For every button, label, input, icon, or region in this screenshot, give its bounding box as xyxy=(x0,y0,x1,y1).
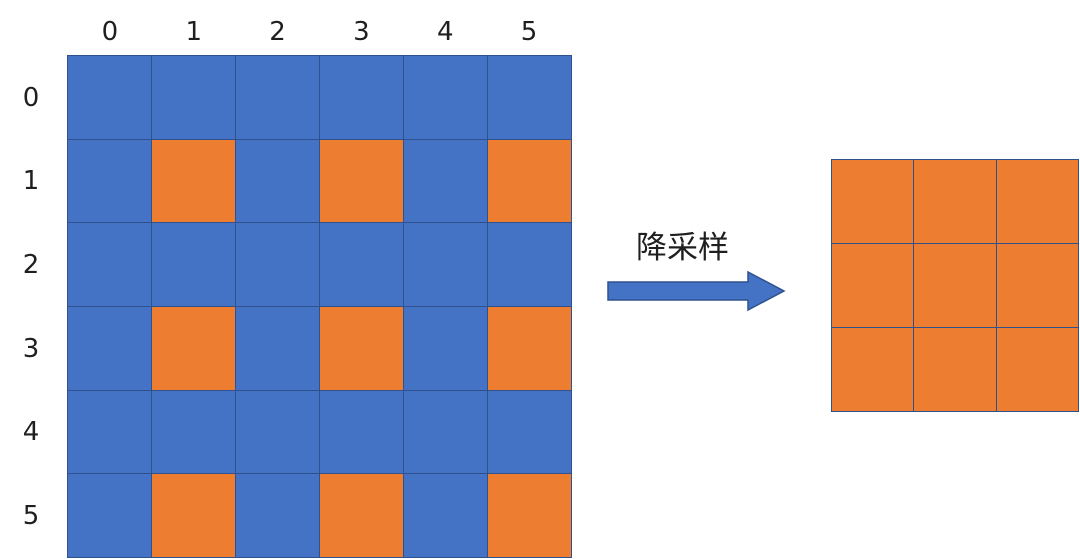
input-cell-r0-c3 xyxy=(320,56,403,139)
row-label: 4 xyxy=(22,417,40,448)
row-label: 0 xyxy=(22,82,40,113)
input-cell-r2-c2 xyxy=(236,223,319,306)
input-cell-r4-c2 xyxy=(236,390,319,474)
input-cell-r0-c2 xyxy=(236,56,319,139)
arrow-shape xyxy=(607,270,786,312)
output-cell-r0-c1 xyxy=(914,160,996,243)
column-labels: 0 1 2 3 4 5 xyxy=(68,12,571,52)
input-cell-r4-c0 xyxy=(68,390,151,474)
output-cell-r1-c2 xyxy=(996,244,1078,327)
input-cell-r3-c2 xyxy=(236,306,319,390)
input-cell-r1-c5 xyxy=(488,139,571,223)
arrow-label: 降采样 xyxy=(636,230,729,266)
column-label: 4 xyxy=(436,17,454,47)
input-cell-r4-c1 xyxy=(152,390,235,474)
input-cell-r1-c2 xyxy=(236,139,319,223)
input-cell-r1-c0 xyxy=(68,139,151,223)
input-cell-r3-c0 xyxy=(68,306,151,390)
input-cell-r4-c3 xyxy=(320,390,403,474)
row-labels: 0 1 2 3 4 5 xyxy=(8,56,54,558)
input-cell-r2-c5 xyxy=(488,223,571,306)
row-label: 3 xyxy=(22,333,40,364)
input-cell-r0-c1 xyxy=(152,56,235,139)
input-cell-r3-c1 xyxy=(152,306,235,390)
input-cell-r2-c0 xyxy=(68,223,151,306)
input-cell-r2-c3 xyxy=(320,223,403,306)
input-cell-r2-c4 xyxy=(404,223,487,306)
input-cell-r5-c4 xyxy=(404,474,487,557)
input-cell-r3-c3 xyxy=(320,306,403,390)
row-label: 5 xyxy=(22,501,40,532)
row-label: 1 xyxy=(22,166,40,197)
input-grid xyxy=(67,55,572,558)
input-cell-r1-c3 xyxy=(320,139,403,223)
output-cell-r2-c2 xyxy=(996,328,1078,411)
output-cell-r0-c2 xyxy=(996,160,1078,243)
input-cell-r0-c4 xyxy=(404,56,487,139)
input-cell-r4-c4 xyxy=(404,390,487,474)
right-arrow-icon xyxy=(607,270,786,312)
input-cell-r4-c5 xyxy=(488,390,571,474)
input-cell-r1-c1 xyxy=(152,139,235,223)
output-cell-r1-c1 xyxy=(914,244,996,327)
input-cell-r0-c5 xyxy=(488,56,571,139)
input-cell-r1-c4 xyxy=(404,139,487,223)
output-cell-r2-c1 xyxy=(914,328,996,411)
input-cell-r2-c1 xyxy=(152,223,235,306)
output-cell-r2-c0 xyxy=(832,328,914,411)
column-label: 5 xyxy=(520,17,538,47)
column-label: 3 xyxy=(353,17,370,47)
column-label: 2 xyxy=(269,17,286,47)
output-grid xyxy=(831,159,1079,412)
column-label: 0 xyxy=(101,17,119,47)
output-cell-r0-c0 xyxy=(832,160,914,243)
input-cell-r3-c4 xyxy=(404,306,487,390)
input-cell-r5-c5 xyxy=(488,474,571,557)
output-cell-r1-c0 xyxy=(832,244,914,327)
input-cell-r5-c1 xyxy=(152,474,235,557)
input-cell-r5-c3 xyxy=(320,474,403,557)
column-label: 1 xyxy=(185,17,203,47)
input-cell-r3-c5 xyxy=(488,306,571,390)
input-cell-r0-c0 xyxy=(68,56,151,139)
row-label: 2 xyxy=(22,250,40,281)
input-cell-r5-c0 xyxy=(68,474,151,557)
input-cell-r5-c2 xyxy=(236,474,319,557)
